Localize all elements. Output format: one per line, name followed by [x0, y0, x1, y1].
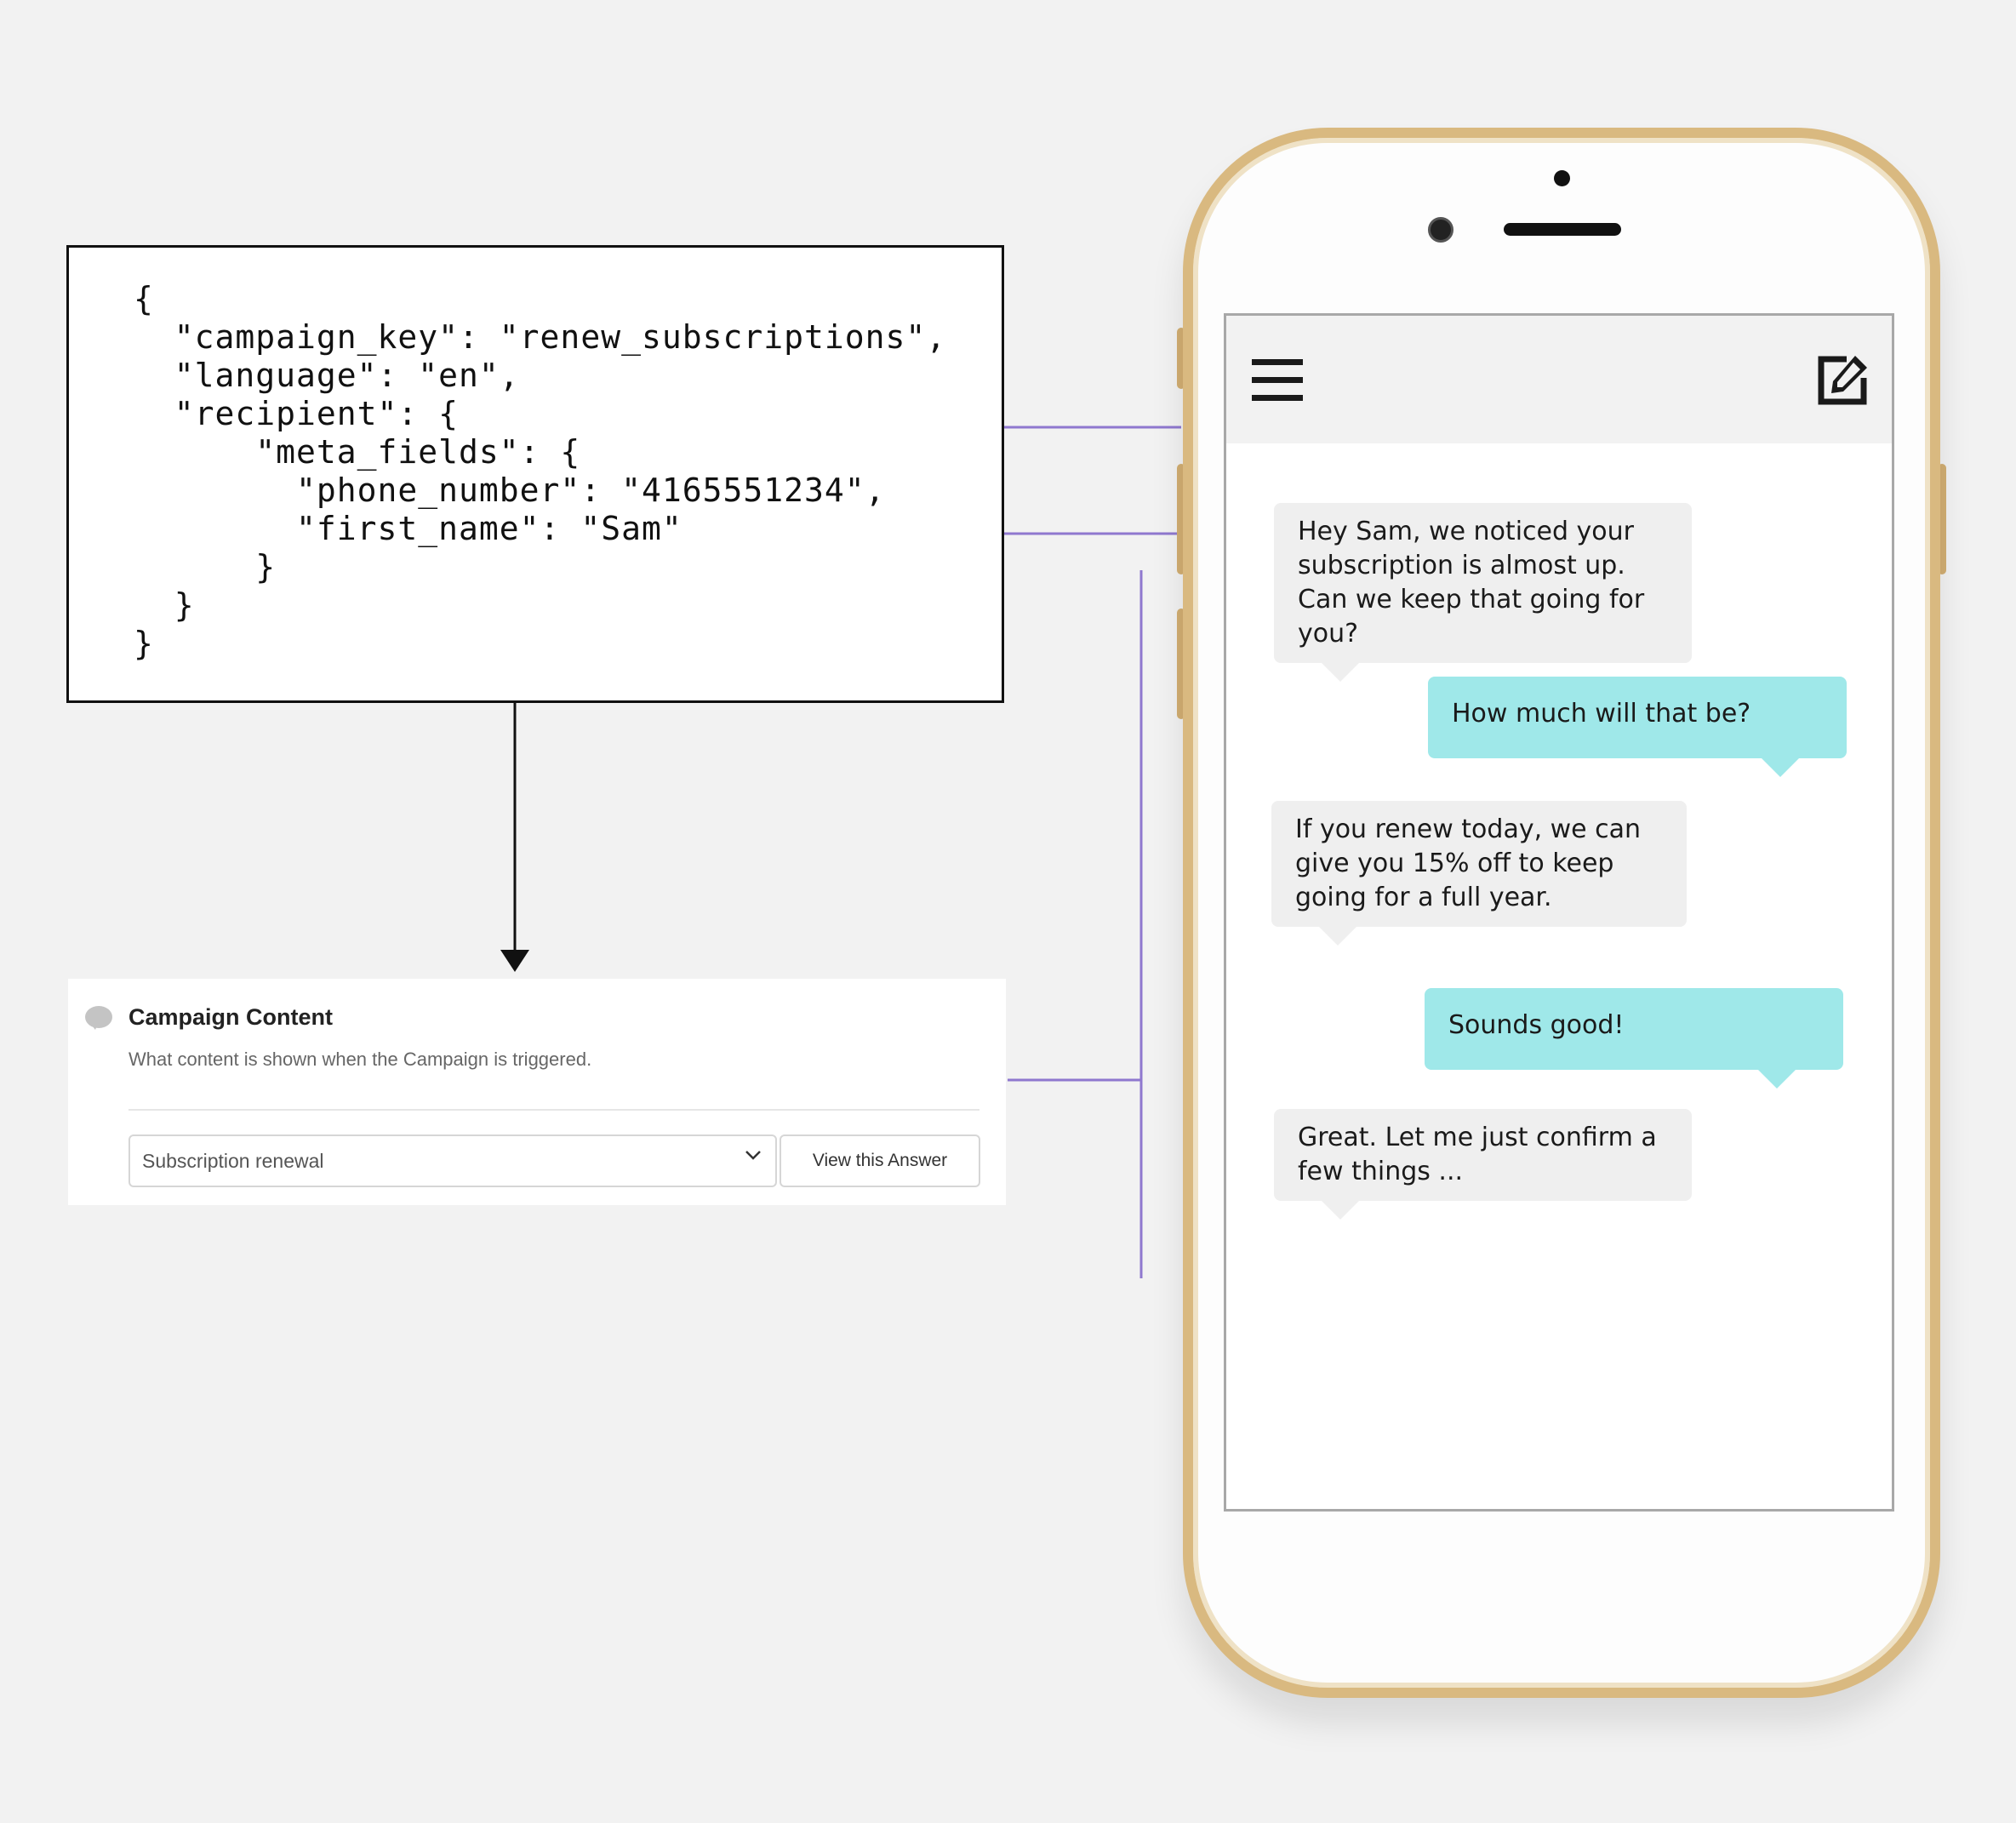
phone-screen: Hey Sam, we noticed your subscription is… [1224, 313, 1894, 1512]
message-user-2: Sounds good! [1425, 988, 1843, 1089]
divider [128, 1109, 979, 1111]
panel-title: Campaign Content [128, 1004, 333, 1030]
phone-speaker [1504, 223, 1621, 236]
chevron-down-icon [745, 1151, 761, 1160]
phone-sensor [1554, 170, 1570, 186]
phone-side-button [1177, 328, 1185, 389]
answer-select[interactable]: Subscription renewal [128, 1134, 777, 1187]
menu-icon[interactable] [1252, 359, 1303, 402]
phone-power-button [1938, 464, 1946, 574]
json-code: { "campaign_key": "renew_subscriptions",… [134, 280, 947, 662]
phone-volume-up [1177, 464, 1185, 574]
message-bot-2: If you renew today, we can give you 15% … [1271, 801, 1687, 946]
phone-volume-down [1177, 609, 1185, 719]
message-bot-3: Great. Let me just confirm a few things … [1274, 1109, 1692, 1220]
answer-select-value: Subscription renewal [142, 1150, 324, 1172]
arrow-down-icon [500, 950, 529, 972]
json-payload-box: { "campaign_key": "renew_subscriptions",… [66, 245, 1004, 703]
chat-bubble-icon [85, 1006, 112, 1030]
chat-header [1226, 316, 1892, 443]
edit-icon[interactable] [1816, 352, 1870, 407]
view-answer-button[interactable]: View this Answer [780, 1134, 980, 1187]
message-bot-1: Hey Sam, we noticed your subscription is… [1274, 503, 1692, 682]
phone-camera [1428, 217, 1453, 243]
message-user-1: How much will that be? [1428, 677, 1847, 777]
panel-description: What content is shown when the Campaign … [128, 1049, 592, 1070]
campaign-content-panel: Campaign Content What content is shown w… [68, 979, 1006, 1205]
